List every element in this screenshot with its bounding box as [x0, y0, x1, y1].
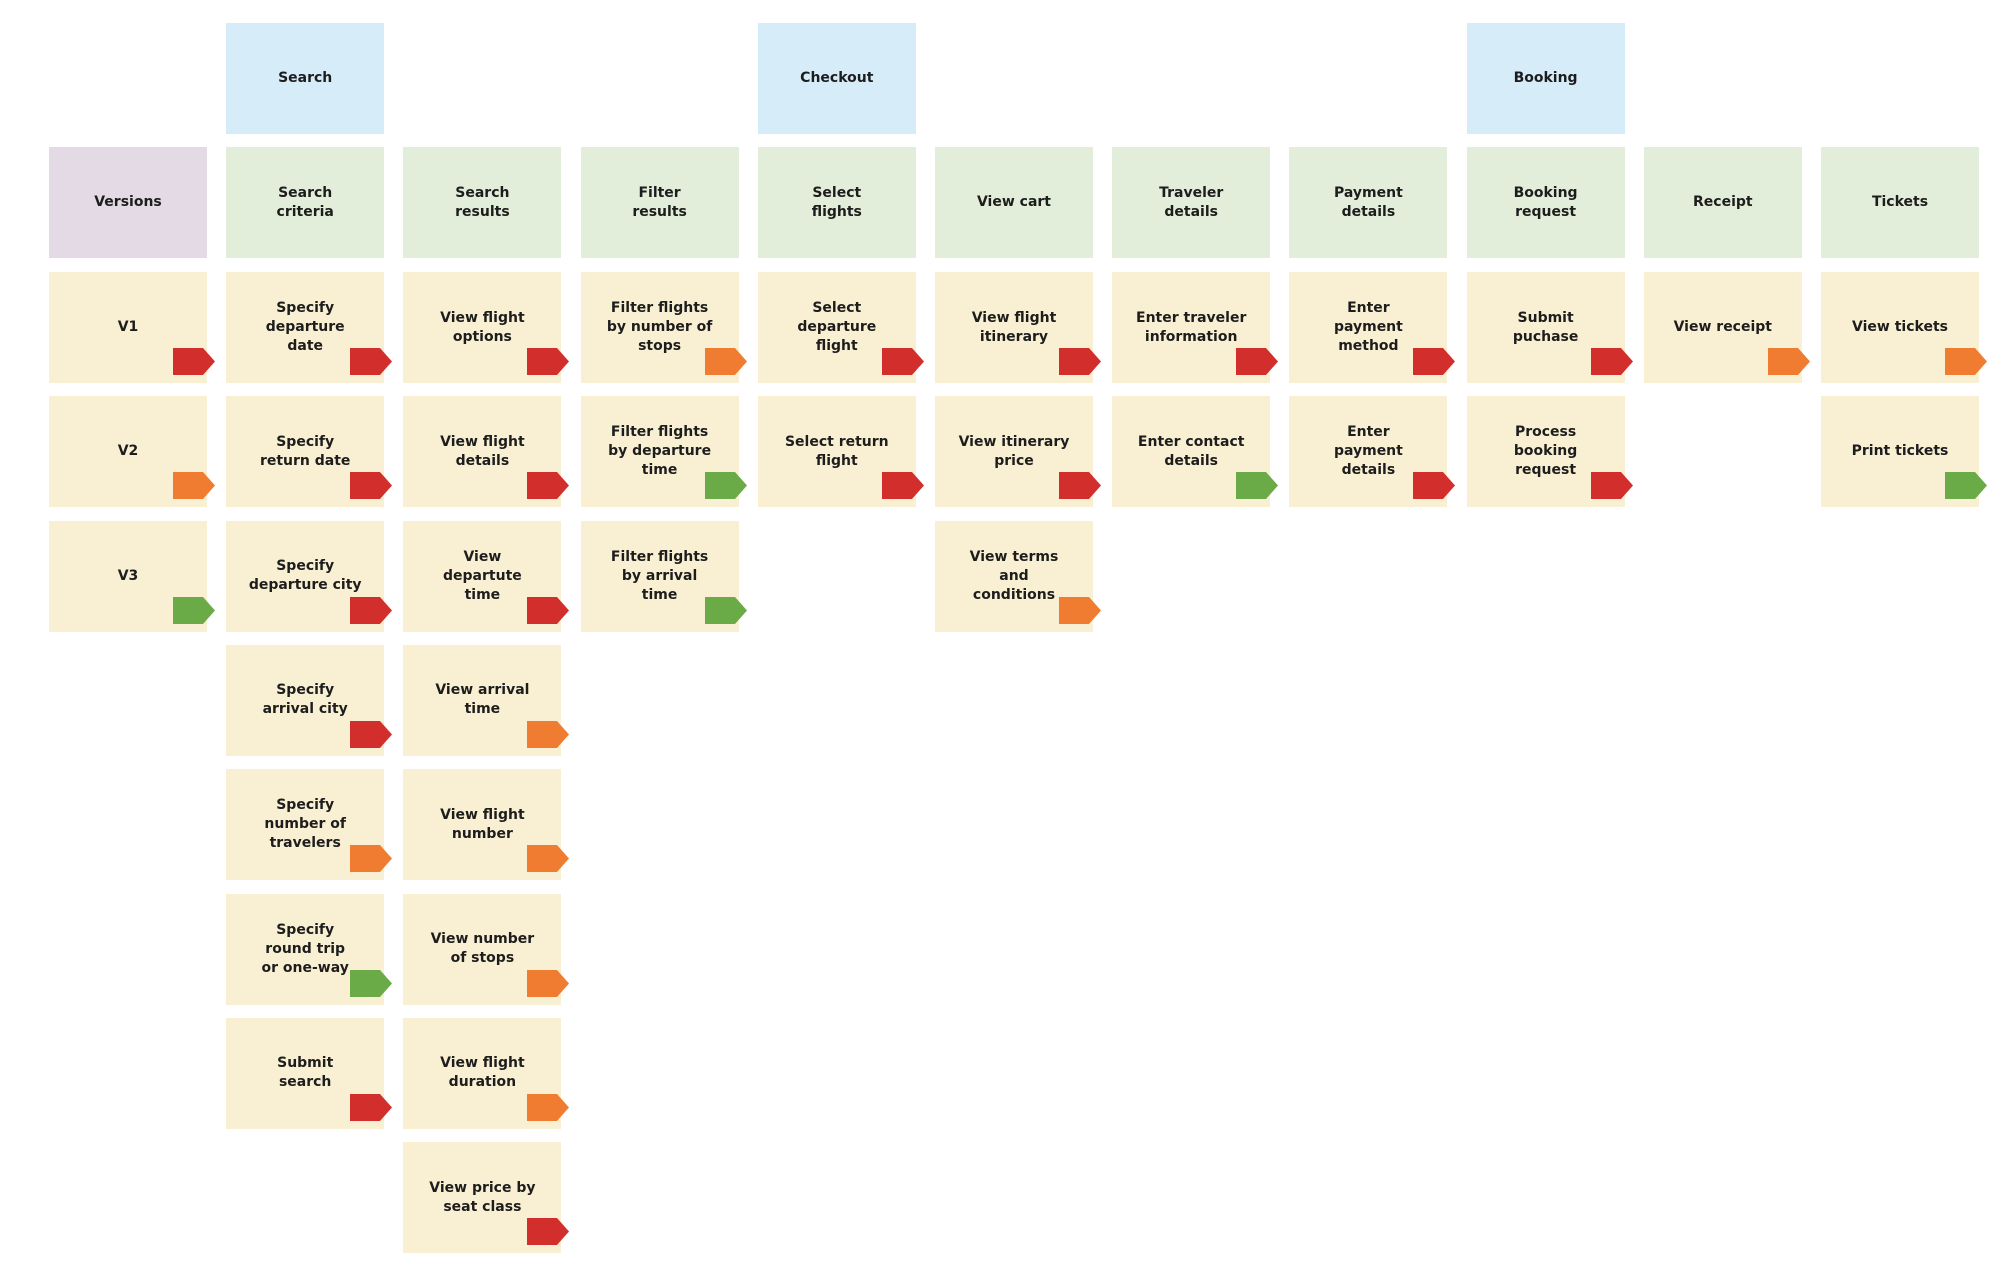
priority-orange-tag-icon: [527, 720, 570, 748]
priority-red-tag-icon: [1413, 348, 1456, 375]
priority-red-tag-icon: [350, 472, 393, 500]
epic-card[interactable]: Checkout: [757, 23, 916, 134]
priority-red-tag-icon: [1059, 472, 1101, 500]
version-card[interactable]: V1: [49, 272, 215, 383]
priority-orange-tag-icon: [527, 845, 570, 873]
priority-red-tag-icon: [1059, 348, 1101, 375]
activity-card[interactable]: Payment details: [1289, 147, 1448, 258]
priority-orange-tag-icon: [527, 969, 570, 997]
story-card[interactable]: View flight number: [403, 769, 570, 881]
story-card[interactable]: View receipt: [1643, 272, 1810, 383]
priority-red-tag-icon: [881, 472, 924, 500]
story-card[interactable]: View arrival time: [403, 644, 570, 756]
story-card[interactable]: Specify return date: [226, 396, 393, 508]
priority-red-tag-icon: [1413, 472, 1456, 500]
priority-orange-tag-icon: [1059, 596, 1101, 624]
story-card[interactable]: View flight details: [403, 396, 570, 508]
priority-red-tag-icon: [350, 348, 393, 375]
priority-green-tag-icon: [704, 472, 747, 500]
activity-card[interactable]: View cart: [935, 147, 1093, 258]
story-card[interactable]: Select departure flight: [757, 272, 924, 383]
story-card[interactable]: View flight itinerary: [935, 272, 1101, 383]
priority-green-tag-icon: [1236, 472, 1279, 500]
story-card[interactable]: Filter flights by departure time: [580, 396, 747, 508]
story-card[interactable]: View number of stops: [403, 893, 570, 1005]
story-card[interactable]: Enter traveler information: [1112, 272, 1279, 383]
story-card[interactable]: Print tickets: [1821, 396, 1987, 508]
story-card[interactable]: Specify round trip or one-way: [226, 893, 393, 1005]
priority-orange-tag-icon: [350, 845, 393, 873]
priority-red-tag-icon: [350, 1093, 393, 1121]
story-card[interactable]: View terms and conditions: [935, 520, 1101, 632]
story-card[interactable]: Process booking request: [1466, 396, 1633, 508]
story-card[interactable]: View tickets: [1821, 272, 1987, 383]
story-card[interactable]: View price by seat class: [403, 1142, 570, 1254]
priority-red-tag-icon: [1236, 348, 1279, 375]
version-card[interactable]: V2: [49, 396, 215, 508]
story-card[interactable]: Filter flights by arrival time: [580, 520, 747, 632]
activity-card[interactable]: Filter results: [580, 147, 739, 258]
story-card[interactable]: Enter payment method: [1289, 272, 1456, 383]
activity-card[interactable]: Search criteria: [226, 147, 385, 258]
story-card[interactable]: View itinerary price: [935, 396, 1101, 508]
epic-card[interactable]: Search: [226, 23, 385, 134]
priority-red-tag-icon: [527, 348, 570, 375]
story-card[interactable]: Specify departure date: [226, 272, 393, 383]
activity-card[interactable]: Traveler details: [1112, 147, 1271, 258]
priority-orange-tag-icon: [1767, 348, 1810, 375]
activity-card[interactable]: Search results: [403, 147, 562, 258]
priority-red-tag-icon: [1590, 472, 1633, 500]
story-card[interactable]: Specify number of travelers: [226, 769, 393, 881]
version-card[interactable]: V3: [49, 520, 215, 632]
epic-card[interactable]: Booking: [1466, 23, 1625, 134]
priority-green-tag-icon: [350, 969, 393, 997]
versions-header[interactable]: Versions: [49, 147, 207, 258]
priority-red-tag-icon: [1590, 348, 1633, 375]
story-card[interactable]: View flight duration: [403, 1017, 570, 1129]
priority-red-tag-icon: [350, 596, 393, 624]
activity-card[interactable]: Tickets: [1821, 147, 1979, 258]
priority-red-tag-icon: [527, 596, 570, 624]
priority-red-tag-icon: [173, 348, 215, 375]
priority-red-tag-icon: [881, 348, 924, 375]
story-card[interactable]: Submit puchase: [1466, 272, 1633, 383]
story-card[interactable]: Specify departure city: [226, 520, 393, 632]
story-card[interactable]: Enter contact details: [1112, 396, 1279, 508]
priority-red-tag-icon: [350, 720, 393, 748]
priority-green-tag-icon: [173, 596, 215, 624]
priority-green-tag-icon: [704, 596, 747, 624]
priority-orange-tag-icon: [1945, 348, 1987, 375]
priority-orange-tag-icon: [704, 348, 747, 375]
priority-red-tag-icon: [527, 472, 570, 500]
story-card[interactable]: View departute time: [403, 520, 570, 632]
priority-red-tag-icon: [527, 1218, 570, 1246]
activity-card[interactable]: Booking request: [1466, 147, 1625, 258]
story-card[interactable]: Enter payment details: [1289, 396, 1456, 508]
story-card[interactable]: View flight options: [403, 272, 570, 383]
priority-orange-tag-icon: [173, 472, 215, 500]
story-card[interactable]: Specify arrival city: [226, 644, 393, 756]
story-card[interactable]: Select return flight: [757, 396, 924, 508]
priority-green-tag-icon: [1945, 472, 1987, 500]
activity-card[interactable]: Select flights: [757, 147, 916, 258]
story-card[interactable]: Filter flights by number of stops: [580, 272, 747, 383]
activity-card[interactable]: Receipt: [1643, 147, 1802, 258]
story-card[interactable]: Submit search: [226, 1017, 393, 1129]
priority-orange-tag-icon: [527, 1093, 570, 1121]
